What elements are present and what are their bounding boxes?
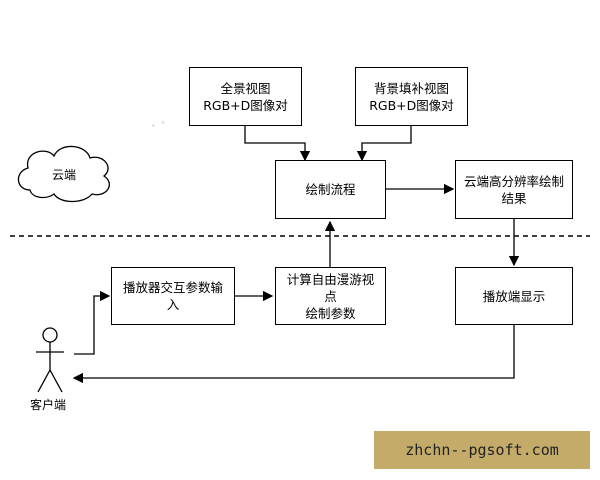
- edge-client-input: [74, 290, 111, 355]
- client-label: 客户端: [30, 398, 67, 412]
- render-process-label: 绘制流程: [305, 182, 356, 197]
- compute-params-line-2: 绘制参数: [305, 305, 356, 321]
- edge-panorama-render: [244, 126, 311, 162]
- player-display-box: 播放端显示: [455, 267, 573, 325]
- cloud-label: 云端: [52, 168, 77, 182]
- player-input-label: 播放器交互参数输入: [122, 280, 223, 312]
- client-figure-icon: [36, 327, 64, 393]
- hires-result-box: 云端高分辨率绘制结果: [455, 160, 573, 219]
- player-input-box: 播放器交互参数输入: [111, 267, 235, 325]
- render-process-box: 绘制流程: [275, 160, 386, 219]
- player-display-label: 播放端显示: [482, 288, 546, 304]
- panorama-line-1: 全景视图: [220, 80, 271, 96]
- background-line-1: 背景填补视图: [373, 80, 449, 96]
- edge-display-client: [72, 324, 515, 384]
- background-line-2: RGB+D图像对: [369, 97, 454, 113]
- panorama-line-2: RGB+D图像对: [203, 97, 288, 113]
- edge-background-render: [356, 126, 412, 162]
- cloud-shape: [17, 145, 110, 203]
- background-fill-rgbd-box: 背景填补视图 RGB+D图像对: [355, 67, 468, 126]
- site-watermark-banner: zhchn--pgsoft.com: [374, 431, 590, 469]
- panorama-rgbd-box: 全景视图 RGB+D图像对: [189, 67, 302, 126]
- compute-params-line-1: 计算自由漫游视点: [286, 271, 375, 304]
- compute-params-box: 计算自由漫游视点 绘制参数: [275, 267, 386, 325]
- site-watermark-text: zhchn--pgsoft.com: [405, 441, 559, 459]
- hires-result-label: 云端高分辨率绘制结果: [463, 173, 564, 206]
